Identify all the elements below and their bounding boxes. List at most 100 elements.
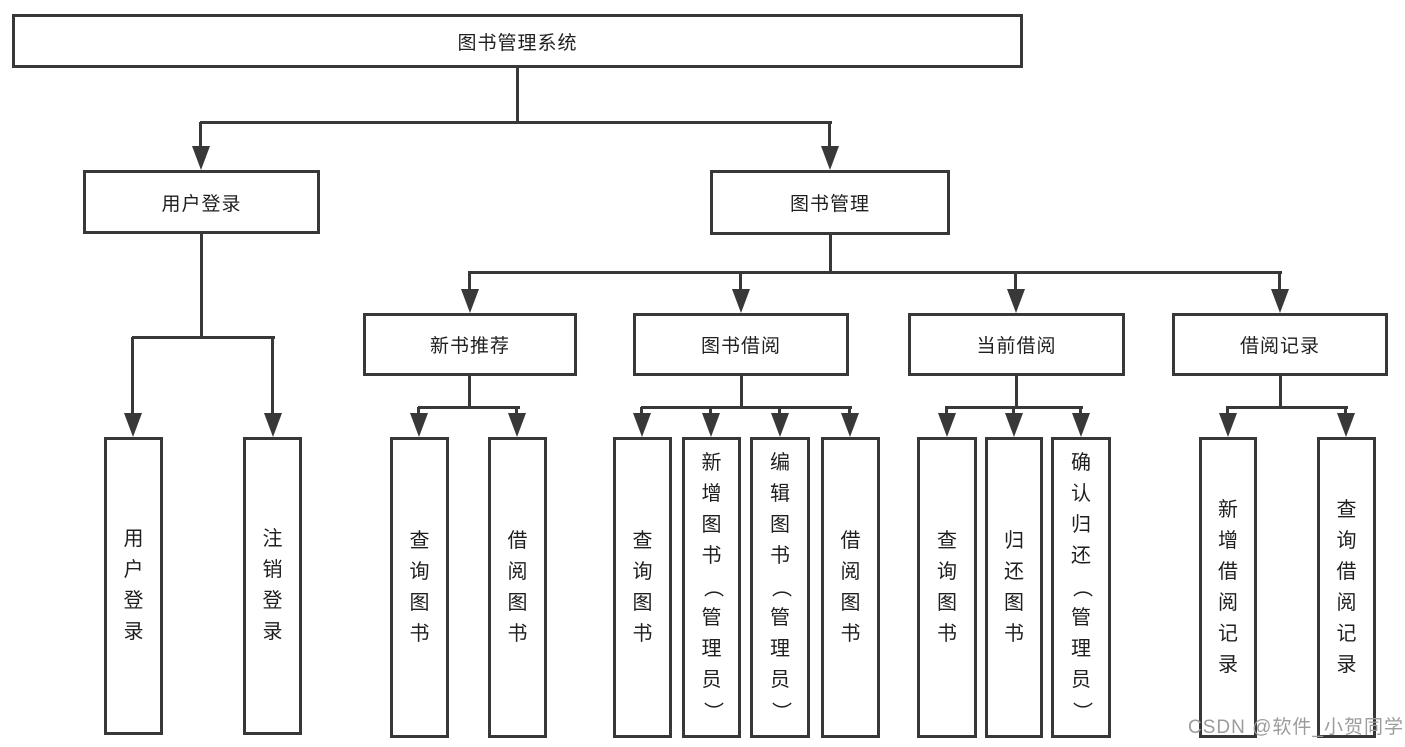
arrow-down-icon <box>841 407 859 437</box>
vertical-char: 辑 <box>770 483 790 505</box>
vertical-char: ） <box>1070 701 1093 722</box>
node-leaf-record-query: 查询借阅记录 <box>1317 437 1376 738</box>
node-module-new-book-recommend: 新书推荐 <box>363 313 577 376</box>
vertical-char: 销 <box>262 559 283 581</box>
vertical-char: 编 <box>770 452 790 474</box>
arrow-down-icon <box>461 272 479 313</box>
node-root: 图书管理系统 <box>12 14 1023 68</box>
node-leaf-user-login: 用户登录 <box>104 437 163 735</box>
vertical-char: 注 <box>262 528 283 550</box>
arrow-down-icon <box>1271 272 1289 313</box>
node-module-book-borrow: 图书借阅 <box>633 313 849 376</box>
vertical-char: 登 <box>262 590 283 612</box>
connector-line <box>418 406 520 409</box>
vertical-char: 图 <box>937 591 957 614</box>
vertical-char: 图 <box>770 514 790 536</box>
connector-line <box>1015 376 1018 409</box>
vertical-char: 还 <box>1004 560 1024 583</box>
vertical-char: 查 <box>409 529 430 552</box>
vertical-char: 增 <box>701 483 722 505</box>
arrow-down-icon <box>821 122 839 170</box>
vertical-char: 员 <box>1071 669 1091 691</box>
connector-line <box>132 336 275 339</box>
vertical-char: 理 <box>770 638 790 660</box>
vertical-char: 登 <box>123 590 144 612</box>
node-leaf-current-query: 查询图书 <box>917 437 977 738</box>
vertical-char: 理 <box>701 638 722 660</box>
connector-line <box>468 271 1282 274</box>
vertical-char: 阅 <box>507 560 528 583</box>
vertical-char: （ <box>1070 577 1093 598</box>
vertical-char: 阅 <box>1218 591 1238 614</box>
vertical-char: 查 <box>632 529 653 552</box>
node-leaf-borrow-query: 查询图书 <box>613 437 672 738</box>
connector-line <box>468 376 471 409</box>
arrow-down-icon <box>1072 407 1090 437</box>
vertical-char: 书 <box>1004 622 1024 645</box>
vertical-char: 询 <box>1336 529 1357 552</box>
node-module-current-borrow: 当前借阅 <box>908 313 1125 376</box>
arrow-down-icon <box>938 407 956 437</box>
vertical-char: （ <box>701 577 723 598</box>
vertical-char: 管 <box>1071 607 1091 629</box>
node-leaf-borrow-borrow: 借阅图书 <box>821 437 880 738</box>
node-leaf-current-confirm-return-admin: 确认归还（管理员） <box>1051 437 1111 738</box>
vertical-char: 归 <box>1071 514 1091 536</box>
vertical-char: 图 <box>701 514 722 536</box>
vertical-char: 查 <box>937 529 957 552</box>
vertical-char: 户 <box>123 559 144 581</box>
arrow-down-icon <box>1007 272 1025 313</box>
vertical-char: 员 <box>701 669 722 691</box>
vertical-char: 书 <box>507 622 528 645</box>
vertical-char: 借 <box>1336 560 1357 583</box>
arrow-down-icon <box>192 122 210 170</box>
vertical-char: 查 <box>1336 498 1357 521</box>
vertical-char: 录 <box>1218 653 1238 676</box>
vertical-char: 借 <box>840 529 861 552</box>
arrow-down-icon <box>1005 407 1023 437</box>
node-leaf-current-return: 归还图书 <box>985 437 1043 738</box>
vertical-char: 借 <box>1218 560 1238 583</box>
arrow-down-icon <box>264 337 282 437</box>
vertical-char: 归 <box>1004 529 1024 552</box>
connector-line <box>516 68 519 124</box>
node-leaf-newbook-borrow: 借阅图书 <box>488 437 547 738</box>
vertical-char: 还 <box>1071 545 1091 567</box>
vertical-char: 新 <box>1218 498 1238 521</box>
connector-line <box>641 406 852 409</box>
arrow-down-icon <box>410 407 428 437</box>
vertical-char: 录 <box>262 621 283 643</box>
vertical-char: 用 <box>123 528 144 550</box>
vertical-char: ） <box>701 701 723 722</box>
vertical-char: 书 <box>840 622 861 645</box>
vertical-char: 新 <box>701 452 722 474</box>
connector-line <box>200 121 832 124</box>
vertical-char: 书 <box>937 622 957 645</box>
vertical-char: 图 <box>632 591 653 614</box>
arrow-down-icon <box>771 407 789 437</box>
vertical-char: 书 <box>770 545 790 567</box>
vertical-char: 记 <box>1336 622 1357 645</box>
vertical-char: 询 <box>632 560 653 583</box>
arrow-down-icon <box>1219 407 1237 437</box>
node-user-login: 用户登录 <box>83 170 320 234</box>
connector-line <box>740 376 743 409</box>
connector-line <box>1279 376 1282 409</box>
arrow-down-icon <box>508 407 526 437</box>
vertical-char: 询 <box>937 560 957 583</box>
node-leaf-record-add: 新增借阅记录 <box>1199 437 1257 738</box>
vertical-char: 确 <box>1071 452 1091 474</box>
arrow-down-icon <box>702 407 720 437</box>
vertical-char: （ <box>769 577 792 598</box>
node-module-borrow-record: 借阅记录 <box>1172 313 1388 376</box>
vertical-char: 阅 <box>840 560 861 583</box>
connector-line <box>200 234 203 339</box>
vertical-char: 理 <box>1071 638 1091 660</box>
connector-line <box>1226 406 1348 409</box>
vertical-char: 书 <box>632 622 653 645</box>
vertical-char: 记 <box>1218 622 1238 645</box>
node-leaf-newbook-query: 查询图书 <box>390 437 449 738</box>
node-leaf-borrow-add-admin: 新增图书（管理员） <box>682 437 741 738</box>
arrow-down-icon <box>1337 407 1355 437</box>
